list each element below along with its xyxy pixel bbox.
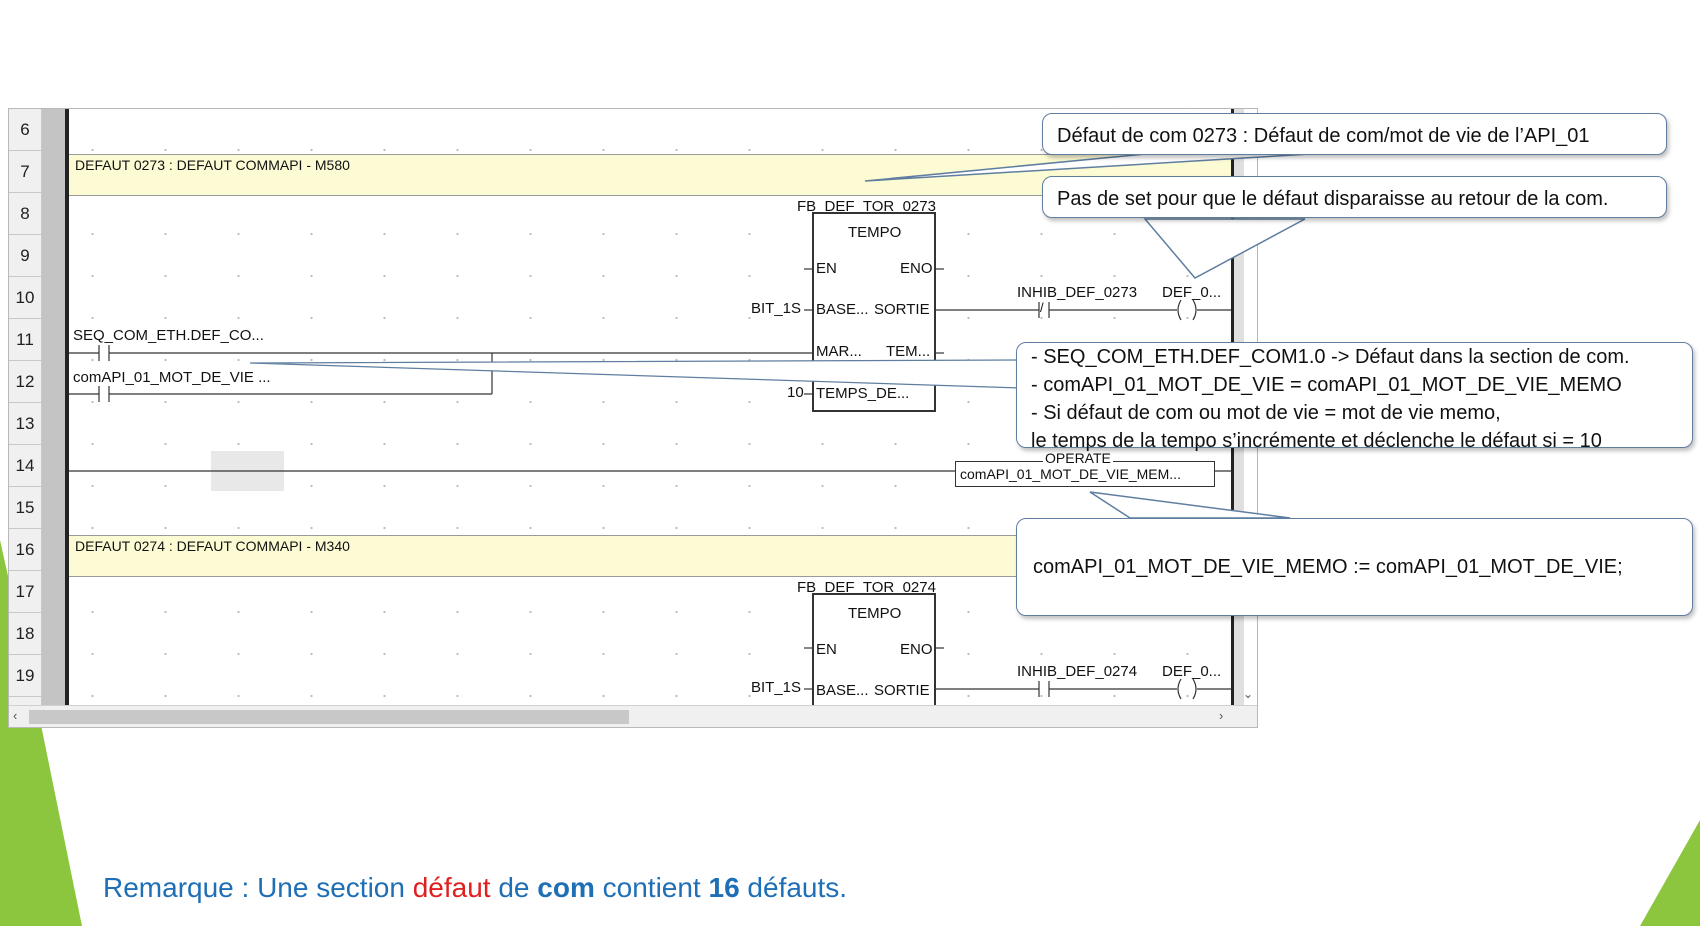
negated-contact-slash: /: [1040, 300, 1044, 315]
callout-explanation-line-2: - comAPI_01_MOT_DE_VIE = comAPI_01_MOT_D…: [1031, 374, 1622, 396]
tempo-block-0274[interactable]: TEMPO EN ENO BASE... SORTIE: [812, 593, 936, 713]
horizontal-scrollbar[interactable]: ‹ ›: [9, 705, 1257, 727]
row-number: 13: [9, 403, 41, 445]
remark-part-3: de: [490, 872, 538, 903]
coil-def-0274[interactable]: DEF_0...: [1162, 663, 1222, 680]
remark-part-7: défauts.: [739, 872, 848, 903]
callout-explanation-line-4: le temps de la tempo s’incrémente et déc…: [1031, 430, 1602, 452]
remark-defaut: défaut: [412, 872, 491, 903]
scroll-down-icon[interactable]: ⌄: [1243, 687, 1254, 701]
remark-count: 16: [708, 872, 740, 903]
fb1-pin-temps: TEMPS_DE...: [816, 385, 910, 402]
row-number: 18: [9, 613, 41, 655]
fb1-pin-tem: TEM...: [886, 343, 931, 360]
inhib-contact-0273[interactable]: INHIB_DEF_0273: [1017, 284, 1138, 301]
fb1-pin-eno: ENO: [900, 260, 933, 277]
coil-def-0273[interactable]: DEF_0...: [1162, 284, 1222, 301]
row-number: 8: [9, 193, 41, 235]
fb1-instance-name[interactable]: FB_DEF_TOR_0273: [797, 198, 936, 215]
fb2-type: TEMPO: [848, 605, 902, 622]
row-number: 19: [9, 655, 41, 697]
fb1-pin-base: BASE...: [816, 301, 869, 318]
row-number: 17: [9, 571, 41, 613]
ladder-wiring: [69, 268, 1231, 700]
fb2-pin-eno: ENO: [900, 641, 933, 658]
inhib-contact-0274[interactable]: INHIB_DEF_0274: [1017, 663, 1138, 680]
row-number: 7: [9, 151, 41, 193]
callout-explanation: - SEQ_COM_ETH.DEF_COM1.0 -> Défaut dans …: [1016, 342, 1693, 452]
fb2-pin-en: EN: [816, 641, 837, 658]
fb1-pin-sortie: SORTIE: [874, 301, 930, 318]
remark-part-5: contient: [594, 872, 709, 903]
row-number: 12: [9, 361, 41, 403]
scroll-right-icon[interactable]: ›: [1219, 708, 1224, 723]
callout-memo-assignment-text: comAPI_01_MOT_DE_VIE_MEMO := comAPI_01_M…: [1033, 556, 1623, 578]
callout-memo-assignment: comAPI_01_MOT_DE_VIE_MEMO := comAPI_01_M…: [1016, 518, 1693, 616]
scroll-left-icon[interactable]: ‹: [13, 708, 18, 723]
input-ten[interactable]: 10: [787, 384, 804, 401]
fb2-pin-base: BASE...: [816, 682, 869, 699]
left-rail-area: [42, 109, 65, 705]
callout-explanation-line-3: - Si défaut de com ou mot de vie = mot d…: [1031, 402, 1501, 424]
row-number: 16: [9, 529, 41, 571]
comment-band-0273[interactable]: DEFAUT 0273 : DEFAUT COMMAPI - M580: [69, 154, 1231, 196]
fb2-pin-sortie: SORTIE: [874, 682, 930, 699]
row-number: 14: [9, 445, 41, 487]
row-number: 15: [9, 487, 41, 529]
row-number: 10: [9, 277, 41, 319]
input-bit-1s[interactable]: BIT_1S: [751, 300, 802, 317]
callout-pas-de-set: Pas de set pour que le défaut disparaiss…: [1042, 176, 1667, 218]
remark-part-1: Remarque : Une section: [103, 872, 413, 903]
left-power-rail: [65, 109, 69, 705]
callout-defaut-0273: Défaut de com 0273 : Défaut de com/mot d…: [1042, 113, 1667, 155]
fb1-pin-en: EN: [816, 260, 837, 277]
remark-text: Remarque : Une section défaut de com con…: [103, 872, 847, 904]
contact-seq-com-label[interactable]: SEQ_COM_ETH.DEF_CO...: [73, 327, 264, 344]
operate-label: OPERATE: [1043, 450, 1113, 466]
row-number-gutter: 6 7 8 9 10 11 12 13 14 15 16 17 18 19: [9, 109, 42, 705]
fb1-type: TEMPO: [848, 224, 902, 241]
callout-pas-de-set-text: Pas de set pour que le défaut disparaiss…: [1057, 188, 1609, 210]
scrollbar-thumb[interactable]: [29, 710, 629, 724]
fb2-instance-name[interactable]: FB_DEF_TOR_0274: [797, 579, 936, 596]
callout-defaut-0273-text: Défaut de com 0273 : Défaut de com/mot d…: [1057, 125, 1590, 147]
input-bit-1s-2[interactable]: BIT_1S: [751, 679, 802, 696]
callout-explanation-line-1: - SEQ_COM_ETH.DEF_COM1.0 -> Défaut dans …: [1031, 346, 1630, 368]
fb1-pin-mar: MAR...: [816, 343, 862, 360]
remark-com: com: [537, 872, 595, 903]
row-number: 6: [9, 109, 41, 151]
contact-comapi-label[interactable]: comAPI_01_MOT_DE_VIE ...: [73, 369, 271, 386]
operate-value: comAPI_01_MOT_DE_VIE_MEM...: [960, 466, 1181, 482]
row-number: 11: [9, 319, 41, 361]
row-number: 9: [9, 235, 41, 277]
